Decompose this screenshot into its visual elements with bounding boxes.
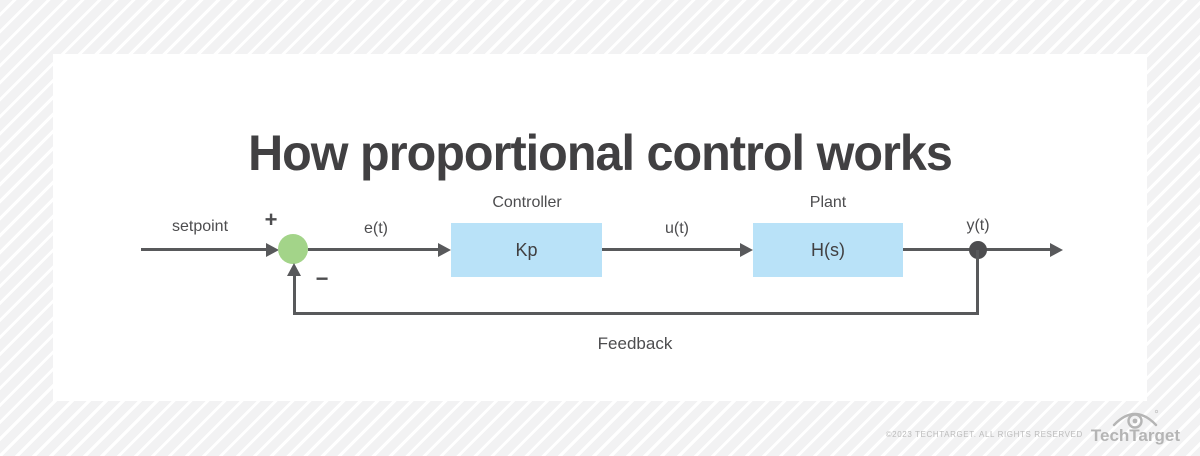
techtarget-logo: TechTarget — [1091, 408, 1180, 444]
copyright-text: ©2023 TECHTARGET. ALL RIGHTS RESERVED — [885, 430, 1083, 439]
error-signal-label: e(t) — [364, 220, 388, 237]
output-arrowhead-icon — [1050, 243, 1063, 257]
controller-title: Controller — [492, 194, 562, 211]
controller-block: Kp — [451, 223, 602, 277]
plant-title: Plant — [809, 194, 847, 211]
footer: ©2023 TECHTARGET. ALL RIGHTS RESERVED Te… — [886, 408, 1180, 444]
control-line — [602, 248, 740, 251]
setpoint-arrowhead-icon — [266, 243, 279, 257]
control-arrowhead-icon — [740, 243, 753, 257]
feedback-arrowhead-icon — [287, 263, 301, 276]
feedback-line-bottom — [293, 312, 979, 315]
output-signal-label: y(t) — [966, 217, 990, 234]
error-arrowhead-icon — [438, 243, 451, 257]
techtarget-eye-icon — [1113, 409, 1159, 429]
page-title: How proportional control works — [248, 124, 953, 181]
summing-junction — [278, 234, 308, 264]
feedback-line-right — [976, 250, 979, 315]
feedback-label: Feedback — [597, 334, 673, 353]
setpoint-label: setpoint — [171, 218, 229, 235]
error-line — [308, 248, 438, 251]
techtarget-wordmark: TechTarget — [1090, 426, 1180, 445]
controller-gain-label: Kp — [515, 239, 538, 260]
feedback-line-left — [293, 276, 296, 314]
setpoint-line — [141, 248, 268, 251]
control-signal-label: u(t) — [665, 220, 689, 237]
minus-sign: − — [315, 266, 329, 291]
plant-tf-label: H(s) — [811, 239, 845, 260]
plant-block: H(s) — [753, 223, 903, 277]
plus-sign: + — [264, 207, 278, 232]
